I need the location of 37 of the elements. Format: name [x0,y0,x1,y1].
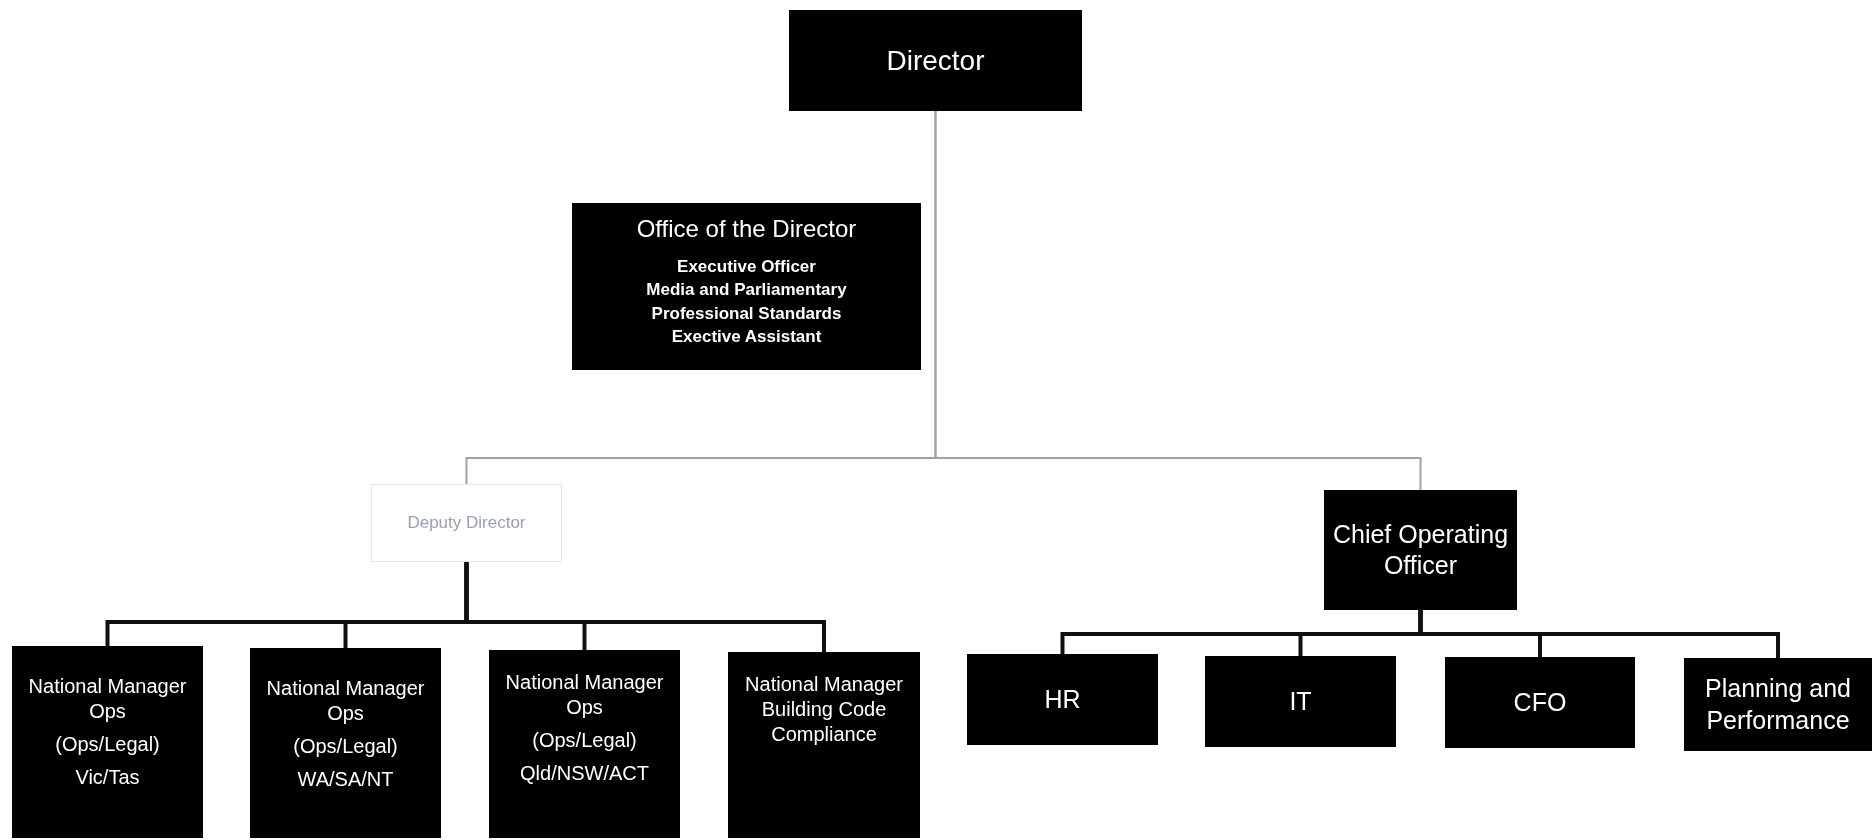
box-text: CFO [1513,686,1567,718]
box-text: Professional Standards [651,302,842,325]
box-text: Qld/NSW/ACT [520,761,649,786]
org-box [572,203,921,370]
org-box [1324,490,1517,610]
org-box [12,646,203,838]
box-text: Director [886,43,985,78]
box-text: (Ops/Legal) [293,734,398,759]
box-text: (Ops/Legal) [55,732,160,757]
org-box [371,484,562,562]
box-text: Vic/Tas [75,765,140,790]
connector-line [1418,610,1780,658]
box-text: National Manager Ops [27,674,188,724]
box-text: Deputy Director [407,512,526,535]
box-text: Exective Assistant [671,326,822,349]
box-text: National Manager Building Code Compliance [744,672,904,747]
org-box [1684,658,1872,751]
org-box [489,650,680,838]
org-box [967,654,1158,745]
box-text: Executive Officer [677,256,816,278]
org-box [1205,656,1396,747]
box-text: WA/SA/NT [297,767,394,792]
box-text: National Manager Ops [504,670,665,720]
box-text: National Manager Ops [265,676,426,726]
connector-line [464,562,826,652]
org-box [250,648,441,838]
box-text: IT [1289,685,1312,717]
org-box [789,10,1082,111]
box-text: (Ops/Legal) [532,728,637,753]
box-text: Planning and Performance [1704,673,1852,736]
box-title: Office of the Director [636,214,857,244]
org-box [1445,657,1635,748]
connector-line [934,110,1422,491]
org-box [728,652,920,838]
box-text: HR [1044,683,1081,715]
box-text: Media and Parliamentary [646,279,847,302]
box-text: Chief Operating Officer [1331,518,1510,581]
